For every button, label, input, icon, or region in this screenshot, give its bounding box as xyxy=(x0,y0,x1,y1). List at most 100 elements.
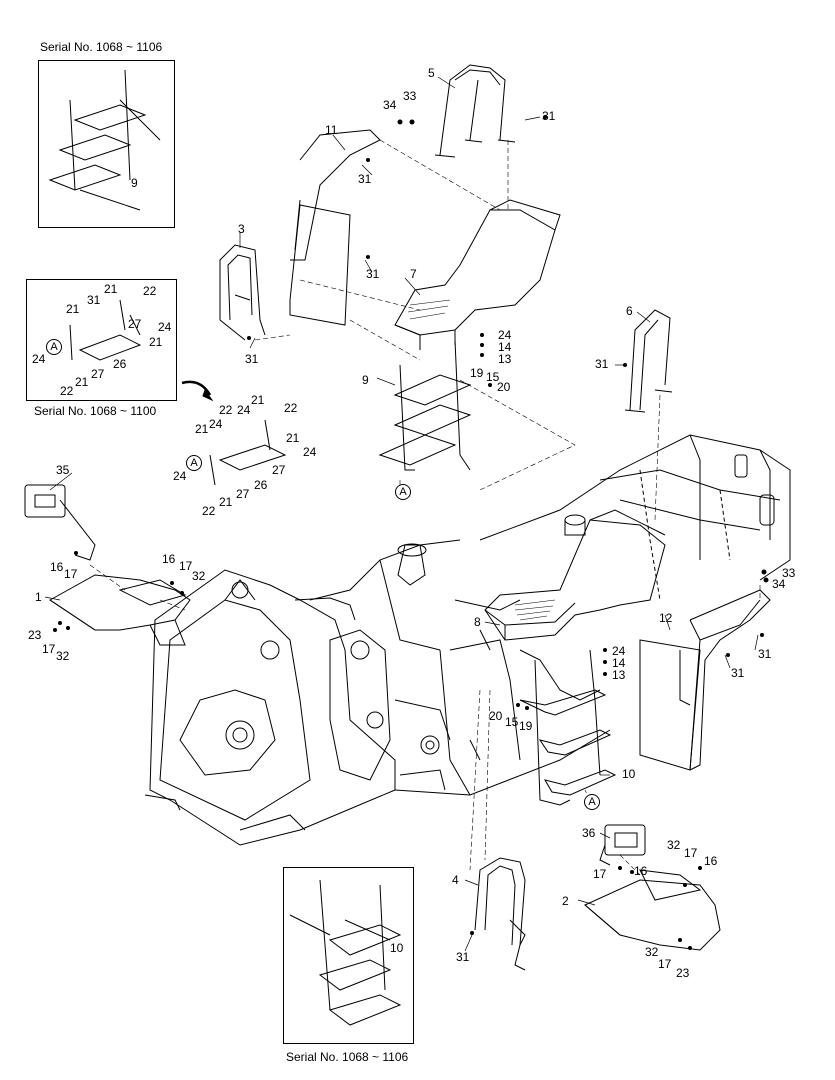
callout-21: 21 xyxy=(195,422,209,436)
inset-frame-top-left xyxy=(38,60,175,228)
callout-33: 33 xyxy=(403,89,417,103)
handrail-6 xyxy=(624,309,673,413)
callout-8: 8 xyxy=(474,615,481,629)
callout-24: 24 xyxy=(237,403,251,417)
handrail-5 xyxy=(434,64,516,158)
callout-31: 31 xyxy=(758,647,772,661)
platform-7 xyxy=(394,199,561,350)
callout-22: 22 xyxy=(60,384,74,398)
callout-24: 24 xyxy=(303,445,317,459)
light-35 xyxy=(24,484,96,561)
callout-14: 14 xyxy=(498,340,512,354)
callout-31: 31 xyxy=(595,357,609,371)
callout-31: 31 xyxy=(366,267,380,281)
fender-1 xyxy=(49,574,191,646)
callout-4: 4 xyxy=(452,873,459,887)
inset-steps-10 xyxy=(289,879,402,1026)
serial-label-top-left: Serial No. 1068 ~ 1106 xyxy=(40,40,163,54)
callout-11: 11 xyxy=(325,123,338,137)
callout-31: 31 xyxy=(87,293,101,307)
callout-15: 15 xyxy=(505,715,519,729)
callout-31: 31 xyxy=(358,172,372,186)
callout-34: 34 xyxy=(383,98,397,112)
callout-21: 21 xyxy=(286,431,300,445)
callout-17: 17 xyxy=(64,567,78,581)
handrail-4 xyxy=(474,857,526,971)
callout-21: 21 xyxy=(251,393,265,407)
fender-2 xyxy=(584,869,721,951)
serial-label-bottom: Serial No. 1068 ~ 1106 xyxy=(286,1050,409,1064)
callout-26: 26 xyxy=(113,357,127,371)
callout-35: 35 xyxy=(56,463,70,477)
callout-22: 22 xyxy=(202,504,216,518)
callout-16: 16 xyxy=(704,854,718,868)
callout-20: 20 xyxy=(497,380,511,394)
callout-23: 23 xyxy=(676,966,690,980)
ref-marker-a-inset: A xyxy=(46,339,62,355)
callout-19: 19 xyxy=(519,719,533,733)
callout-12: 12 xyxy=(659,611,673,625)
callout-13: 13 xyxy=(612,668,626,682)
callout-21: 21 xyxy=(149,335,163,349)
callout-34: 34 xyxy=(772,577,786,591)
callout-13: 13 xyxy=(498,352,512,366)
callout-21: 21 xyxy=(104,282,118,296)
callout-20: 20 xyxy=(489,709,503,723)
callout-27: 27 xyxy=(91,367,105,381)
step-26-assembly xyxy=(209,419,287,486)
callout-24: 24 xyxy=(209,417,223,431)
callout-10: 10 xyxy=(390,941,404,955)
callout-31: 31 xyxy=(456,950,470,964)
callout-9: 9 xyxy=(131,176,138,190)
callout-3: 3 xyxy=(238,222,245,236)
handrail-3 xyxy=(219,244,266,341)
callout-16: 16 xyxy=(634,864,648,878)
callout-32: 32 xyxy=(667,838,681,852)
callout-19: 19 xyxy=(470,366,484,380)
fender-11 xyxy=(289,129,381,326)
callout-21: 21 xyxy=(75,375,89,389)
chassis-frame xyxy=(144,434,791,846)
callout-16: 16 xyxy=(50,560,64,574)
steps-10 xyxy=(519,649,617,806)
callout-31: 31 xyxy=(542,109,556,123)
callout-23: 23 xyxy=(28,628,42,642)
callout-5: 5 xyxy=(428,66,435,80)
callout-22: 22 xyxy=(284,401,298,415)
ref-marker-a-steps-9: A xyxy=(395,484,411,500)
callout-21: 21 xyxy=(66,302,80,316)
callout-31: 31 xyxy=(245,352,259,366)
callout-17: 17 xyxy=(684,846,698,860)
callout-24: 24 xyxy=(173,469,187,483)
callout-24: 24 xyxy=(158,320,172,334)
callout-17: 17 xyxy=(42,642,56,656)
callout-27: 27 xyxy=(128,317,142,331)
callout-27: 27 xyxy=(272,463,286,477)
callout-22: 22 xyxy=(143,284,157,298)
callout-1: 1 xyxy=(35,590,42,604)
callout-26: 26 xyxy=(254,478,268,492)
inset-frame-bottom xyxy=(283,867,414,1044)
ref-marker-a-steps-10: A xyxy=(584,794,600,810)
callout-17: 17 xyxy=(593,867,607,881)
callout-24: 24 xyxy=(32,352,46,366)
callout-14: 14 xyxy=(612,656,626,670)
callout-27: 27 xyxy=(236,487,250,501)
callout-17: 17 xyxy=(658,957,672,971)
inset-step-26 xyxy=(69,299,142,361)
callout-16: 16 xyxy=(162,552,176,566)
serial-label-mid-left: Serial No. 1068 ~ 1100 xyxy=(34,404,157,418)
callout-9: 9 xyxy=(362,373,369,387)
inset-frame-mid-left xyxy=(26,279,177,401)
callout-33: 33 xyxy=(782,566,796,580)
callout-17: 17 xyxy=(179,559,193,573)
callout-24: 24 xyxy=(612,644,626,658)
callout-7: 7 xyxy=(410,267,417,281)
light-36 xyxy=(599,824,646,866)
callout-10: 10 xyxy=(622,767,636,781)
callout-32: 32 xyxy=(645,945,659,959)
callout-36: 36 xyxy=(582,826,596,840)
inset-steps-9 xyxy=(48,69,161,211)
